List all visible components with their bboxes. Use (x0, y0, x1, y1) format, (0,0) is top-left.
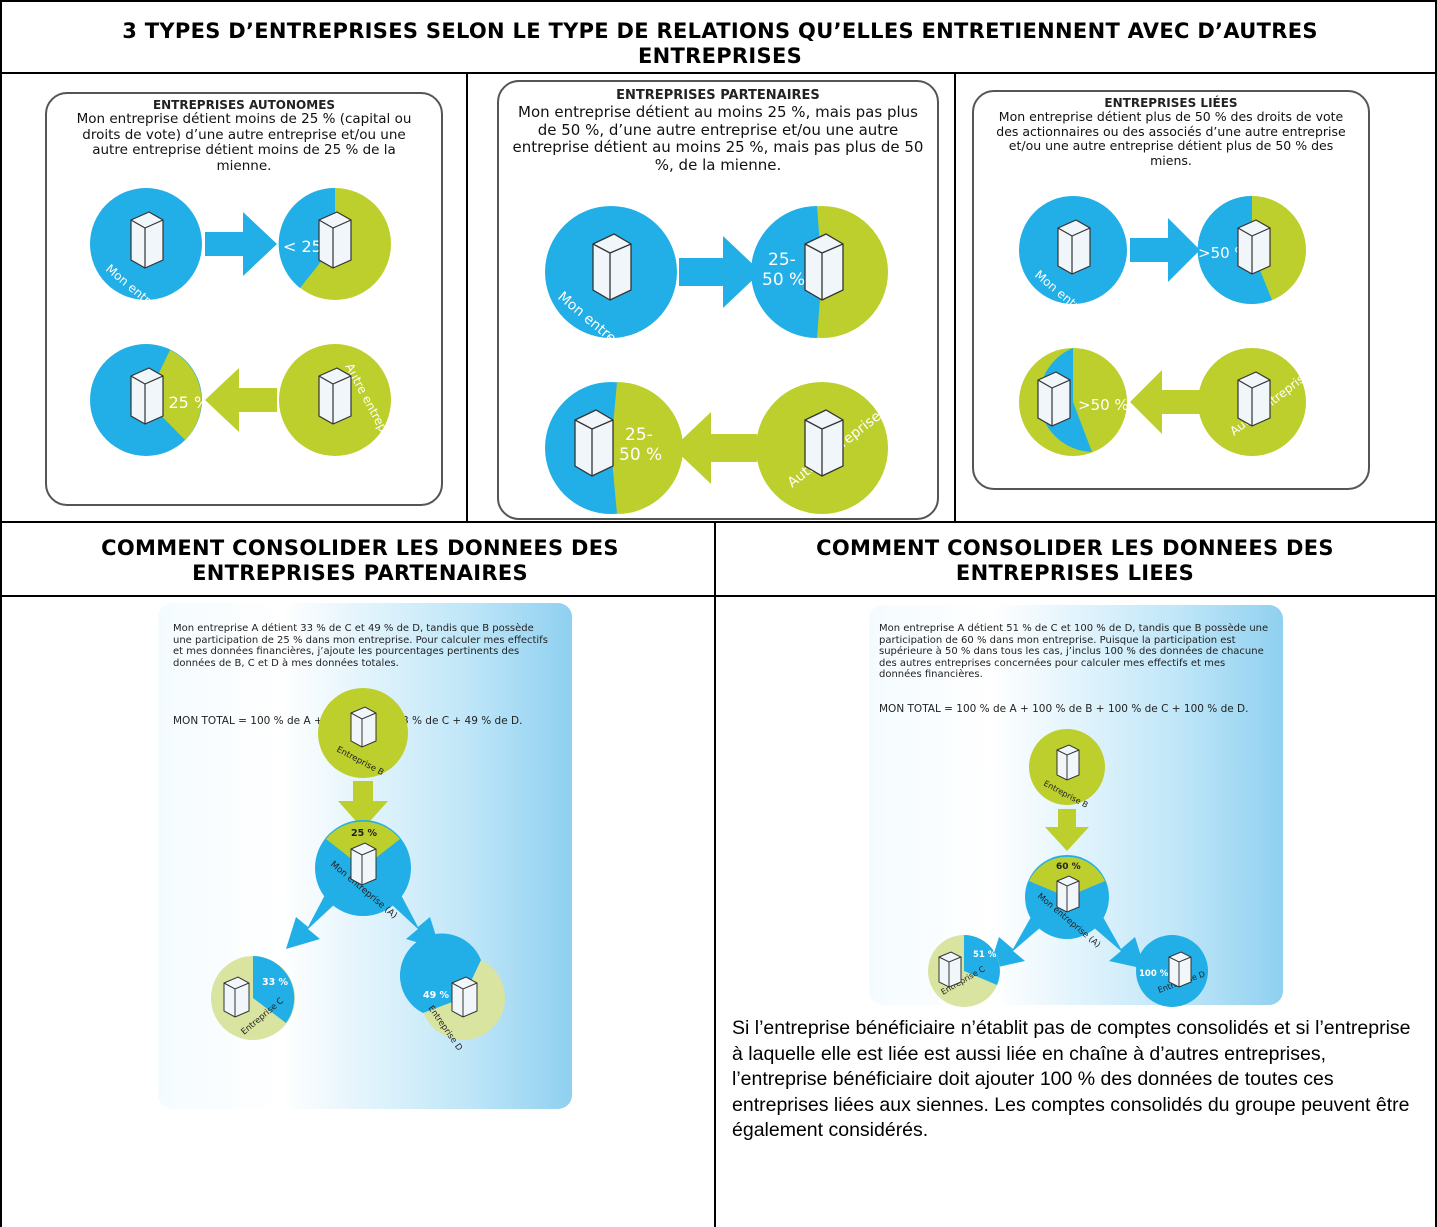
panel-autonomes-diagram: < 25 % Mon entreprise < 25 % Autre entre… (90, 187, 401, 456)
table-border-right (1435, 0, 1437, 1227)
arrow-down-right-icon (390, 893, 440, 949)
section-heading-liees: COMMENT CONSOLIDER LES DONNEES DES ENTRE… (730, 536, 1420, 586)
panel-title: ENTREPRISES PARTENAIRES (616, 88, 820, 103)
section-heading-partenaires: COMMENT CONSOLIDER LES DONNEES DES ENTRE… (20, 536, 700, 586)
pct-top-line1: 25- (768, 250, 796, 270)
node-d-pct: 100 % (1139, 969, 1169, 979)
liees-illustration: Mon entreprise A détient 51 % de C et 10… (869, 605, 1283, 1005)
illustration-text: Mon entreprise A détient 33 % de C et 49… (173, 623, 548, 669)
arrow-down-right-icon (1093, 917, 1145, 969)
heading-line1: COMMENT CONSOLIDER LES DONNEES DES (816, 536, 1334, 560)
building-icon (938, 744, 1192, 988)
title-row-divider (0, 72, 1437, 74)
arrow-left-icon (205, 368, 277, 432)
pct-bottom-label: < 25 % (150, 393, 209, 412)
panel-description: Mon entreprise détient moins de 25 % (ca… (76, 111, 412, 174)
share-slice (1197, 195, 1272, 304)
heading-line1: COMMENT CONSOLIDER LES DONNEES DES (101, 536, 619, 560)
heading-line2: ENTREPRISES LIEES (955, 561, 1195, 585)
illustration-total: MON TOTAL = 100 % de A + 100 % de B + 10… (879, 703, 1249, 715)
share-slice (751, 206, 822, 338)
arrow-left-icon (1130, 370, 1200, 434)
node-a-pct: 25 % (351, 828, 378, 839)
pct-top-label: 25-50 % (762, 250, 805, 290)
pct-bottom-line1: 25- (625, 425, 653, 445)
arrow-down-left-icon (286, 893, 336, 949)
panel-liees-diagram: >50 % Mon entreprise >50 % Autre entrepr… (1019, 195, 1313, 456)
node-d-pct: 49 % (423, 990, 450, 1001)
panel-description: Mon entreprise détient plus de 50 % des … (996, 109, 1346, 168)
pct-top-label: >50 % (1198, 244, 1249, 262)
arrow-down-left-icon (989, 917, 1041, 969)
pct-bottom-line2: 50 % (619, 445, 662, 465)
arrow-right-icon (1130, 218, 1200, 282)
node-c-pct: 51 % (973, 950, 997, 960)
arrow-left-icon (673, 412, 757, 484)
section-heading-divider (0, 595, 1437, 597)
node-a-pct: 60 % (1056, 862, 1081, 872)
partenaires-diagram: Entreprise B 25 % Mon entreprise (A) 33 … (211, 688, 505, 1053)
panels-row-divider (0, 521, 1437, 523)
panel-title: ENTREPRISES LIÉES (1104, 96, 1238, 110)
node-c-share (964, 935, 1000, 985)
share-slice (278, 187, 335, 288)
table-border-left (0, 0, 2, 1227)
arrow-down-icon (338, 781, 388, 829)
node-c-share (253, 956, 295, 1023)
table-border-top (0, 0, 1437, 2)
share-slice-bottom (146, 350, 202, 440)
liees-note: Si l’entreprise bénéficiaire n’établit p… (732, 1017, 1411, 1141)
pct-bottom-label: >50 % (1078, 396, 1129, 414)
arrow-down-icon (1045, 809, 1089, 851)
liees-diagram: Entreprise B 60 % Mon entreprise (A) 51 … (928, 729, 1208, 1007)
building-icon (130, 211, 352, 425)
panel-partenaires-diagram: 25-50 % Mon entreprise 25-50 % Autre ent… (545, 206, 888, 514)
section-divider (714, 521, 716, 1227)
panel-divider-2 (954, 72, 956, 521)
arrow-right-icon (205, 212, 277, 276)
panel-divider-1 (466, 72, 468, 521)
building-icon (574, 233, 844, 477)
building-icon (1037, 219, 1271, 427)
building-icon (223, 706, 478, 1018)
pct-top-line2: 50 % (762, 270, 805, 290)
panel-title: ENTREPRISES AUTONOMES (152, 98, 336, 112)
share-slice-bottom (611, 382, 683, 514)
heading-line2: ENTREPRISES PARTENAIRES (192, 561, 528, 585)
arrow-right-icon (679, 236, 761, 308)
panel-description: Mon entreprise détient au moins 25 %, ma… (512, 103, 924, 174)
node-c-pct: 33 % (262, 977, 289, 988)
pct-bottom-label: 25-50 % (619, 425, 662, 465)
page-title: 3 TYPES D’ENTREPRISES SELON LE TYPE DE R… (122, 19, 1318, 68)
illustration-text: Mon entreprise A détient 51 % de C et 10… (879, 623, 1269, 680)
